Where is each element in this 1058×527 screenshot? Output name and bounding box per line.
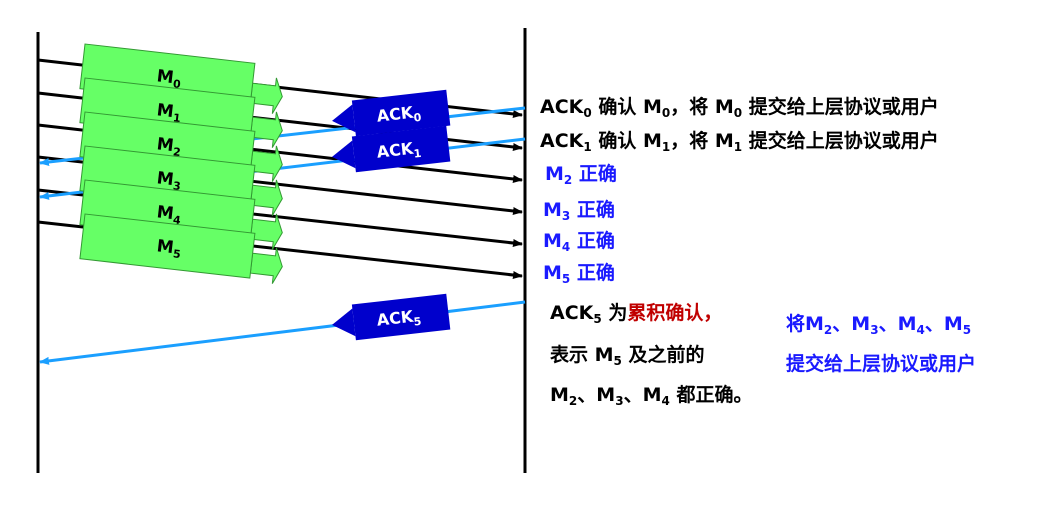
note-cumulative-ack: ACK5 为累积确认， [550, 302, 723, 326]
note-m5-correct: M5 正确 [543, 262, 615, 286]
note-cumulative-meaning: 表示 M5 及之前的 [550, 344, 705, 368]
ack-label-0: ACK0 [376, 102, 423, 129]
ack-box-0: ACK0 [332, 89, 451, 137]
note-deliver-target: 提交给上层协议或用户 [786, 353, 977, 375]
ack-label-1: ACK1 [376, 138, 422, 165]
note-ack1: ACK1 确认 M1，将 M1 提交给上层协议或用户 [540, 130, 939, 154]
packet-label-m1: M1 [155, 100, 182, 125]
note-ack0: ACK0 确认 M0，将 M0 提交给上层协议或用户 [540, 96, 939, 120]
packet-label-m0: M0 [155, 66, 182, 91]
packet-label-m5: M5 [155, 236, 182, 261]
packet-label-m3: M3 [155, 168, 182, 193]
packet-label-m4: M4 [155, 202, 182, 227]
note-m2-correct: M2 正确 [545, 163, 617, 187]
packet-m5: M5 [79, 213, 283, 284]
note-deliver-list: 将M2、M3、M4、M5 [786, 313, 972, 337]
packet-label-m2: M2 [155, 134, 182, 159]
note-m4-correct: M4 正确 [543, 230, 615, 254]
note-cumulative-list: M2、M3、M4 都正确。 [550, 384, 753, 408]
packets: M0 M1 M2 M3 M4 M5 [79, 43, 283, 284]
acks: ACK0 ACK1 ACK5 [332, 89, 451, 341]
ack-line-5 [39, 300, 526, 365]
ack-box-1: ACK1 [332, 125, 451, 173]
ack-box-5: ACK5 [332, 293, 451, 341]
note-m3-correct: M3 正确 [543, 199, 615, 223]
ack-label-5: ACK5 [376, 306, 422, 333]
